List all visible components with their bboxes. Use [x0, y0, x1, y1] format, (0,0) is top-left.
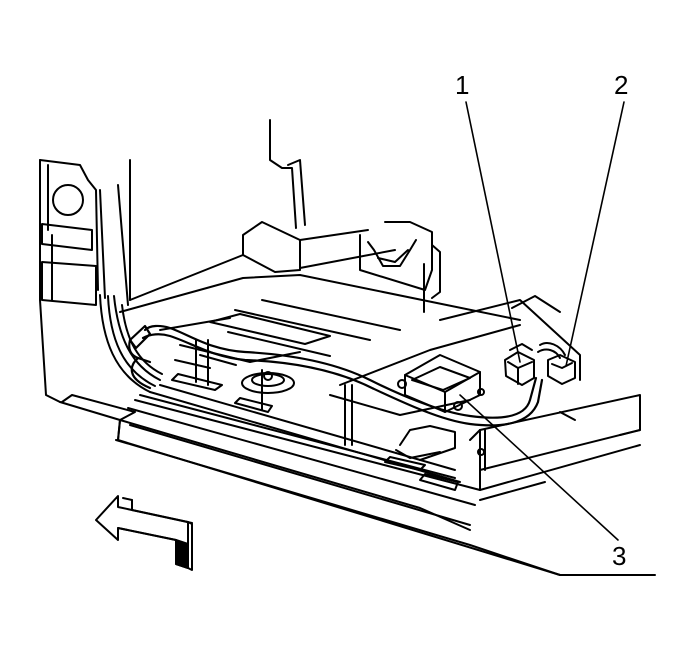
sill-panel: [59, 339, 656, 576]
electrical-connector: [504, 343, 535, 386]
callout-label-2: 2: [614, 70, 629, 100]
harness-connector: [537, 342, 576, 385]
leader-lines: [459, 101, 625, 541]
pillar-hole: [52, 184, 84, 216]
forward-arrow-icon: [95, 495, 193, 571]
inflatable-restraint-sensor-module: [397, 354, 485, 413]
floor-pan: [119, 274, 641, 501]
callout-label-3: 3: [612, 541, 627, 571]
door-pillar: [39, 159, 163, 403]
rear-structure: [129, 119, 441, 313]
callout-label-1: 1: [455, 70, 470, 100]
wiring-harness: [128, 324, 544, 427]
